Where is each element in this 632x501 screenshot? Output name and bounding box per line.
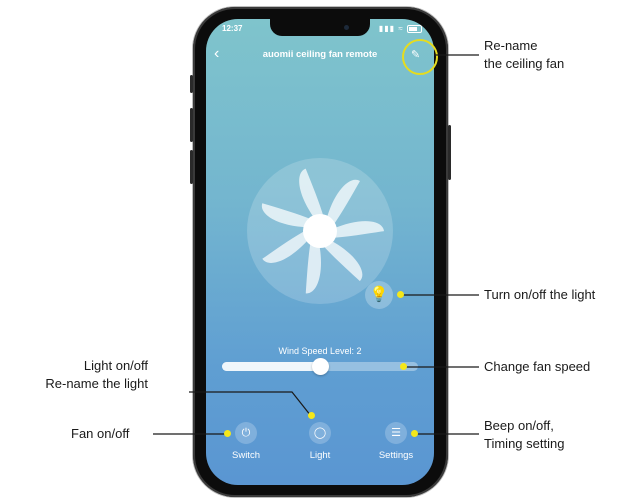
note-fan-speed: Change fan speed: [484, 359, 591, 374]
note-fan-toggle: Fan on/off: [71, 426, 130, 441]
front-camera: [344, 25, 349, 30]
note-light-rename: Light on/off Re-name the light: [18, 357, 148, 393]
light-button[interactable]: ◯ Light: [290, 422, 350, 461]
highlight-ring: [402, 39, 438, 75]
switch-button[interactable]: ⏻ Switch: [216, 422, 276, 461]
marker-dot: [400, 363, 407, 370]
page-title: auomii ceiling fan remote: [262, 49, 378, 60]
power-button: [448, 125, 451, 180]
app-screen: 12:37 ▮▮▮ ≈ ‹ auomii ceiling fan remote …: [206, 19, 434, 485]
light-label: Light: [309, 450, 331, 461]
marker-dot: [411, 430, 418, 437]
wifi-icon: ≈: [398, 24, 404, 33]
marker-dot: [224, 430, 231, 437]
battery-icon: [407, 24, 422, 33]
fan-speed-slider[interactable]: [222, 358, 418, 375]
marker-dot: [308, 412, 315, 419]
status-time: 12:37: [222, 24, 243, 33]
silent-switch: [190, 75, 193, 93]
note-light-toggle: Turn on/off the light: [484, 287, 596, 302]
status-icons: ▮▮▮ ≈: [379, 24, 422, 33]
light-toggle-button[interactable]: 💡: [365, 281, 393, 309]
note-line: the ceiling fan: [484, 56, 565, 71]
fan-icon[interactable]: [247, 158, 393, 304]
settings-label: Settings: [378, 450, 414, 461]
switch-label: Switch: [232, 450, 260, 461]
volume-up-button: [190, 108, 193, 142]
note-line: Re-name: [484, 38, 538, 53]
signal-icon: ▮▮▮: [378, 24, 396, 33]
marker-dot: [397, 291, 404, 298]
volume-down-button: [190, 150, 193, 184]
note-line: Beep on/off,: [484, 418, 554, 433]
slider-thumb[interactable]: [312, 358, 329, 375]
lightbulb-icon: ◯: [309, 422, 331, 444]
note-settings: Beep on/off, Timing setting: [484, 417, 564, 453]
wind-speed-label: Wind Speed Level: 2: [278, 346, 362, 356]
note-line: Light on/off: [83, 358, 148, 373]
slider-fill: [222, 362, 320, 371]
power-icon: ⏻: [235, 422, 257, 444]
notch: [270, 19, 370, 36]
settings-button[interactable]: ☰ Settings: [366, 422, 426, 461]
note-line: Re-name the light: [45, 376, 148, 391]
chevron-left-icon[interactable]: ‹: [214, 45, 220, 62]
settings-icon: ☰: [385, 422, 407, 444]
note-line: Timing setting: [484, 436, 565, 451]
note-rename-fan: Re-name the ceiling fan: [484, 37, 564, 73]
lightbulb-icon: 💡: [369, 286, 389, 303]
